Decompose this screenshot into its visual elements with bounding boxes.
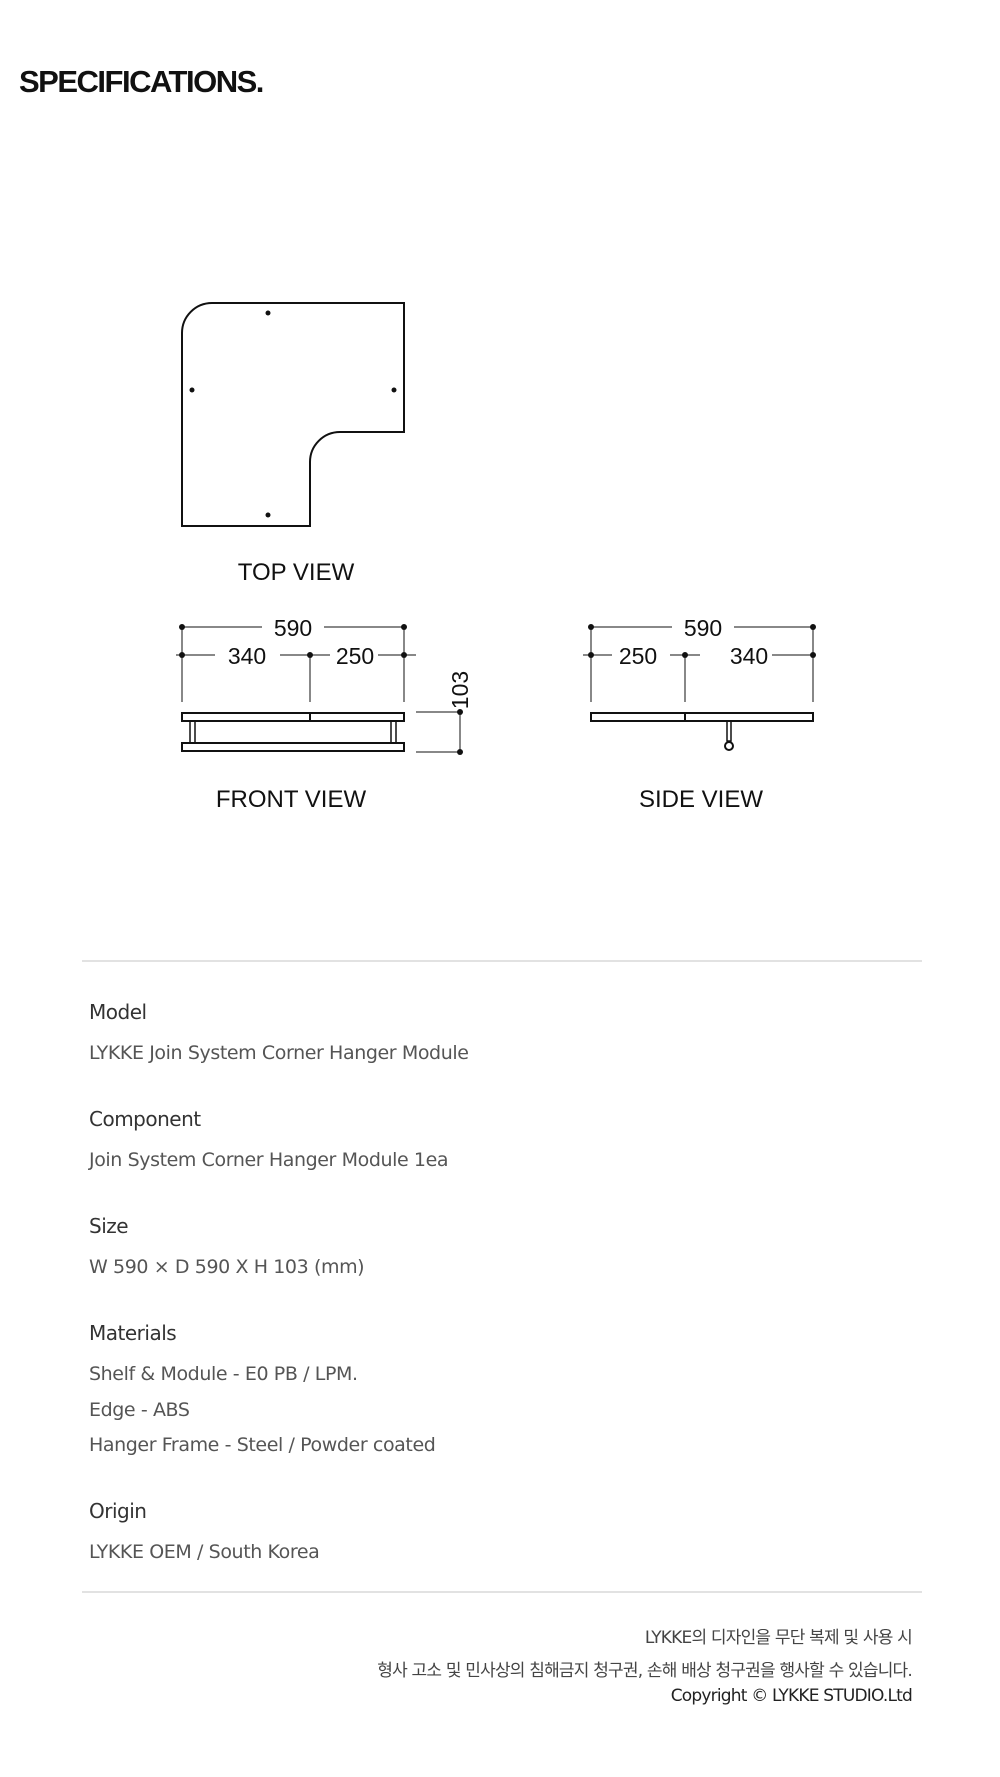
spec-component: Component Join System Corner Hanger Modu… [89,1107,449,1179]
spec-label: Origin [89,1499,147,1523]
product-drawing: TOP VIEW 590 340 250 103 FRONT VIEW 590 … [176,302,816,813]
front-view-label: FRONT VIEW [216,786,367,813]
front-dim-right: 250 [336,643,374,669]
footer-copyright: Copyright © LYKKE STUDIO.Ltd [670,1686,913,1706]
top-view-label: TOP VIEW [238,559,355,586]
side-dim-right: 340 [730,643,768,669]
divider [82,960,922,962]
top-view-shape [181,302,405,527]
spec-label: Materials [89,1321,177,1345]
front-dim-total: 590 [274,615,312,641]
spec-label: Model [89,1000,147,1024]
footer-notice-line2: 형사 고소 및 민사상의 침해금지 청구권, 손해 배상 청구권을 행사할 수 … [377,1661,913,1681]
spec-value: LYKKE Join System Corner Hanger Module [89,1042,469,1064]
spec-materials: Materials Shelf & Module - E0 PB / LPM. … [89,1321,436,1464]
spec-value: Join System Corner Hanger Module 1ea [89,1149,449,1171]
spec-size: Size W 590 × D 590 X H 103 (mm) [89,1214,365,1286]
page-title: SPECIFICATIONS. [19,64,264,99]
spec-value: Shelf & Module - E0 PB / LPM. [89,1363,358,1385]
spec-label: Size [89,1214,129,1238]
spec-origin: Origin LYKKE OEM / South Korea [89,1499,320,1571]
spec-label: Component [89,1107,201,1131]
spec-value: Edge - ABS [89,1398,190,1421]
spec-value: LYKKE OEM / South Korea [89,1541,320,1563]
footer-notice-line1: LYKKE의 디자인을 무단 복제 및 사용 시 [644,1628,913,1648]
spec-model: Model LYKKE Join System Corner Hanger Mo… [89,1000,469,1072]
spec-value: Hanger Frame - Steel / Powder coated [89,1434,436,1456]
side-view-label: SIDE VIEW [639,786,763,813]
side-dim-left: 250 [619,643,657,669]
side-dim-total: 590 [684,615,722,641]
spec-value: W 590 × D 590 X H 103 (mm) [89,1256,365,1278]
front-dim-height: 103 [447,671,473,709]
divider [82,1591,922,1593]
front-dim-left: 340 [228,643,266,669]
